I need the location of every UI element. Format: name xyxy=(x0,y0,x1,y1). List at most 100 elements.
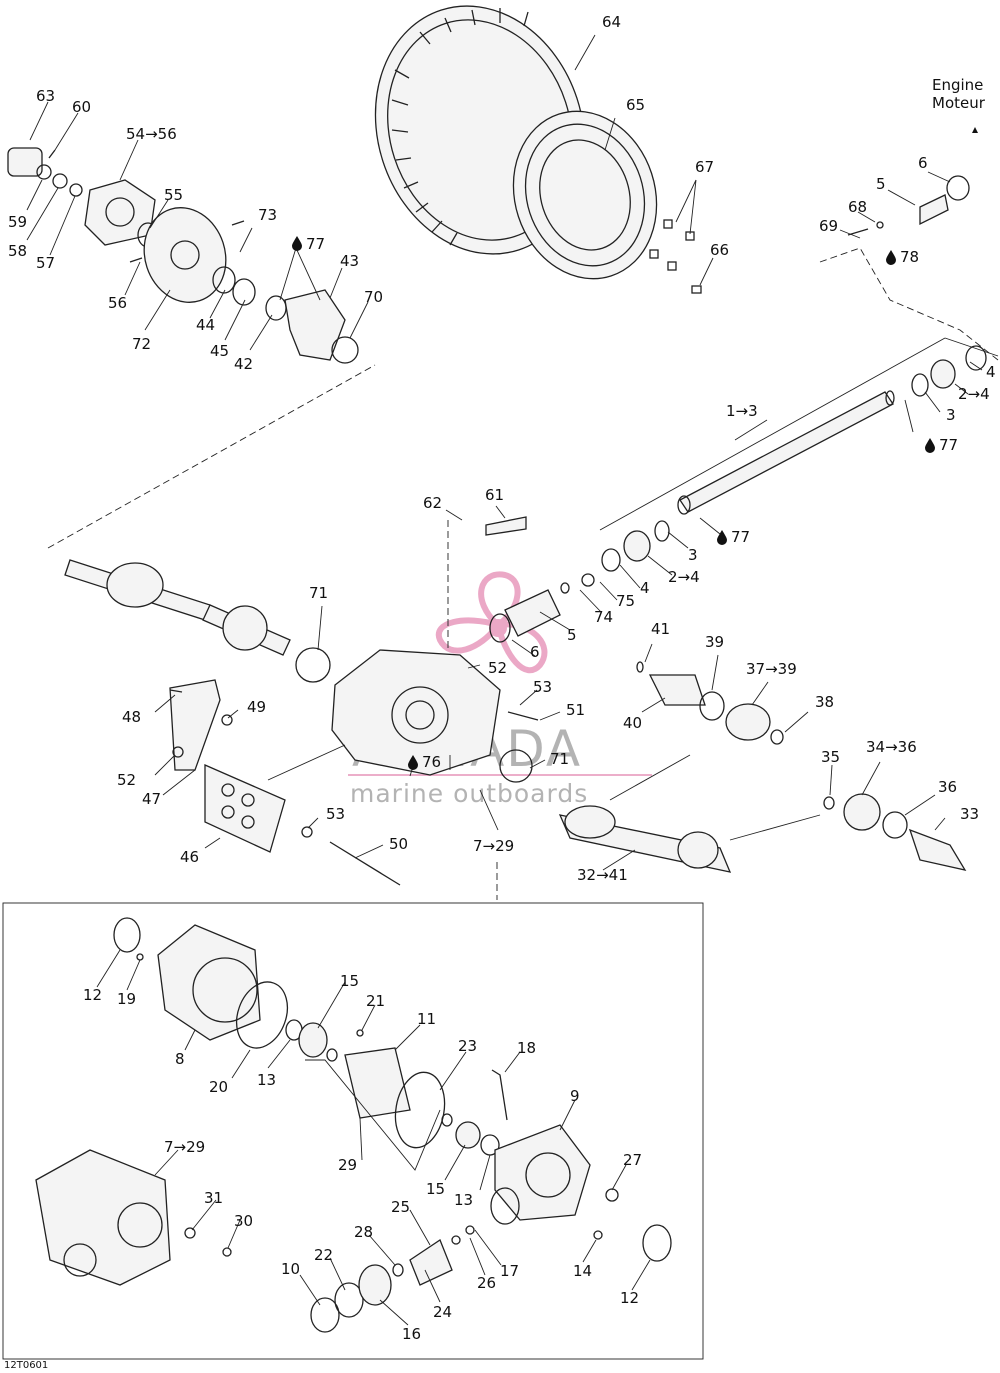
part-label: 59 xyxy=(8,213,27,231)
watermark-tagline: marine outboards xyxy=(350,779,588,808)
part-label: 72 xyxy=(132,335,151,353)
part-label: 19 xyxy=(117,990,136,1008)
lubricant-drop-icon xyxy=(886,250,896,265)
part-label: 48 xyxy=(122,708,141,726)
part-label: 53 xyxy=(326,805,345,823)
part-label: 42 xyxy=(234,355,253,373)
part-label: 45 xyxy=(210,342,229,360)
part-label: 14 xyxy=(573,1262,592,1280)
part-label: 64 xyxy=(602,13,621,31)
part-label: 54→56 xyxy=(126,125,177,143)
part-label: 13 xyxy=(454,1191,473,1209)
part-label: 50 xyxy=(389,835,408,853)
part-label: 21 xyxy=(366,992,385,1010)
part-label: 51 xyxy=(566,701,585,719)
part-label: 34→36 xyxy=(866,738,917,756)
part-label: 24 xyxy=(433,1303,452,1321)
part-label: 27 xyxy=(623,1151,642,1169)
front-differential-housing xyxy=(169,649,539,886)
part-label: 2→4 xyxy=(958,385,990,403)
part-label: 12 xyxy=(620,1289,639,1307)
part-label: 9 xyxy=(570,1087,580,1105)
engine-direction-arrow-icon xyxy=(972,127,978,133)
part-label: 1→3 xyxy=(726,402,758,420)
part-label: 20 xyxy=(209,1078,228,1096)
part-label: 4 xyxy=(640,579,650,597)
part-label: 49 xyxy=(247,698,266,716)
part-labels: 63 60 54→56 55 59 58 57 56 72 44 73 45 4… xyxy=(8,13,996,1343)
part-label: 74 xyxy=(594,608,613,626)
hub-assembly xyxy=(7,147,359,364)
part-label: 25 xyxy=(391,1198,410,1216)
part-label: 37→39 xyxy=(746,660,797,678)
part-label: 67 xyxy=(695,158,714,176)
part-label: 70 xyxy=(364,288,383,306)
part-label: 31 xyxy=(204,1189,223,1207)
part-label: 78 xyxy=(900,248,919,266)
rim xyxy=(512,110,658,280)
part-label: 57 xyxy=(36,254,55,272)
part-label: 66 xyxy=(710,241,729,259)
part-label: 29 xyxy=(338,1156,357,1174)
part-label: 40 xyxy=(623,714,642,732)
part-label: 15 xyxy=(340,972,359,990)
part-label: 71 xyxy=(309,584,328,602)
part-label: 18 xyxy=(517,1039,536,1057)
part-label: 8 xyxy=(175,1050,185,1068)
part-label: 61 xyxy=(485,486,504,504)
part-label: 7→29 xyxy=(473,837,514,855)
front-propeller-shaft xyxy=(485,175,987,643)
part-label: 3 xyxy=(688,546,698,564)
part-label: 65 xyxy=(626,96,645,114)
engine-label-en: Engine xyxy=(932,76,983,94)
part-label: 62 xyxy=(423,494,442,512)
part-label: 52 xyxy=(488,659,507,677)
part-label: 2→4 xyxy=(668,568,700,586)
part-label: 55 xyxy=(164,186,183,204)
part-label: 17 xyxy=(500,1262,519,1280)
part-label: 11 xyxy=(417,1010,436,1028)
part-label: 7→29 xyxy=(164,1138,205,1156)
part-label: 35 xyxy=(821,748,840,766)
part-label: 68 xyxy=(848,198,867,216)
part-label: 10 xyxy=(281,1260,300,1278)
part-label: 32→41 xyxy=(577,866,628,884)
part-label: 77 xyxy=(939,436,958,454)
part-label: 71 xyxy=(550,750,569,768)
part-label: 69 xyxy=(819,217,838,235)
differential-internals xyxy=(35,917,672,1333)
right-drive-shaft xyxy=(558,661,967,873)
part-label: 52 xyxy=(117,771,136,789)
lubricant-drop-icon xyxy=(292,236,302,251)
part-label: 22 xyxy=(314,1246,333,1264)
part-label: 60 xyxy=(72,98,91,116)
part-label: 38 xyxy=(815,693,834,711)
part-label: 39 xyxy=(705,633,724,651)
part-label: 15 xyxy=(426,1180,445,1198)
part-label: 6 xyxy=(918,154,928,172)
part-label: 30 xyxy=(234,1212,253,1230)
part-label: 75 xyxy=(616,592,635,610)
part-label: 36 xyxy=(938,778,957,796)
part-label: 63 xyxy=(36,87,55,105)
engine-label-fr: Moteur xyxy=(932,94,986,112)
part-label: 6 xyxy=(530,643,540,661)
part-label: 46 xyxy=(180,848,199,866)
part-label: 12 xyxy=(83,986,102,1004)
wheel-nuts xyxy=(649,219,702,294)
leader-lines xyxy=(26,34,983,1326)
part-label: 26 xyxy=(477,1274,496,1292)
part-label: 23 xyxy=(458,1037,477,1055)
part-label: 4 xyxy=(986,363,996,381)
part-label: 13 xyxy=(257,1071,276,1089)
part-label: 47 xyxy=(142,790,161,808)
drawing-code: 12T0601 xyxy=(4,1360,48,1371)
part-label: 53 xyxy=(533,678,552,696)
part-label: 44 xyxy=(196,316,215,334)
part-label: 58 xyxy=(8,242,27,260)
left-drive-shaft xyxy=(64,559,331,683)
part-label: 77 xyxy=(731,528,750,546)
part-label: 16 xyxy=(402,1325,421,1343)
part-label: 56 xyxy=(108,294,127,312)
